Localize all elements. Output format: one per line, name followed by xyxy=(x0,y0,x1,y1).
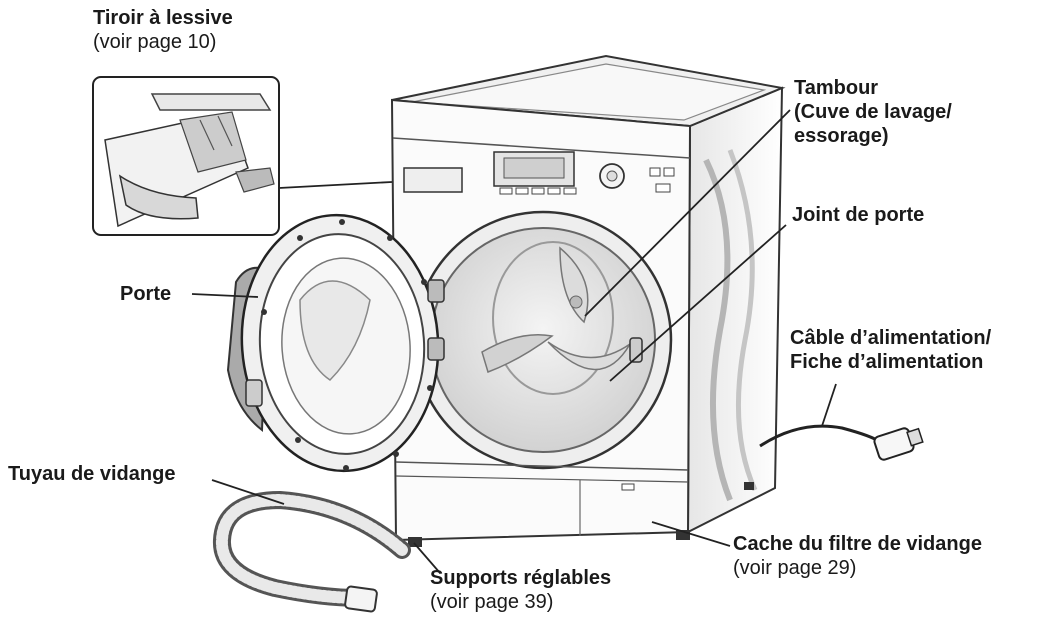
filter-cover-label: Cache du filtre de vidange (voir page 29… xyxy=(733,532,982,580)
door-leader xyxy=(191,293,259,298)
power-cable xyxy=(759,424,881,448)
drawer-leader xyxy=(278,181,393,189)
drain-hose-leader xyxy=(211,479,285,505)
feet-ref: (voir page 39) xyxy=(430,591,554,613)
door-seal-label: Joint de porte xyxy=(792,204,925,226)
drum-line3: essorage) xyxy=(794,125,889,147)
feet-label: Supports réglables (voir page 39) xyxy=(430,566,611,614)
filter-cover-leader xyxy=(651,521,731,547)
drawer-inset xyxy=(92,76,280,236)
power-line2: Fiche d’alimentation xyxy=(790,351,984,373)
power-leader xyxy=(821,383,837,427)
door xyxy=(226,213,445,473)
power-line1: Câble d’alimentation/ xyxy=(790,327,992,349)
drum-line2: (Cuve de lavage/ xyxy=(794,101,952,123)
drawer-title: Tiroir à lessive xyxy=(93,7,233,29)
feet-leader xyxy=(413,542,441,574)
power-plug xyxy=(873,427,924,461)
filter-cover-title: Cache du filtre de vidange xyxy=(733,533,982,555)
drum-line1: Tambour xyxy=(794,77,879,99)
drawer-ref: (voir page 10) xyxy=(93,31,217,53)
drawer-label: Tiroir à lessive (voir page 10) xyxy=(93,6,233,54)
drum-label: Tambour (Cuve de lavage/ essorage) xyxy=(794,76,952,148)
drum-leader xyxy=(584,109,791,317)
power-label: Câble d’alimentation/ Fiche d’alimentati… xyxy=(790,326,991,374)
drain-hose-label: Tuyau de vidange xyxy=(8,463,176,485)
door-seal-leader xyxy=(609,224,787,382)
door-label: Porte xyxy=(120,283,172,305)
filter-cover-ref: (voir page 29) xyxy=(733,557,857,579)
feet-title: Supports réglables xyxy=(430,567,612,589)
washing-machine xyxy=(390,54,786,547)
